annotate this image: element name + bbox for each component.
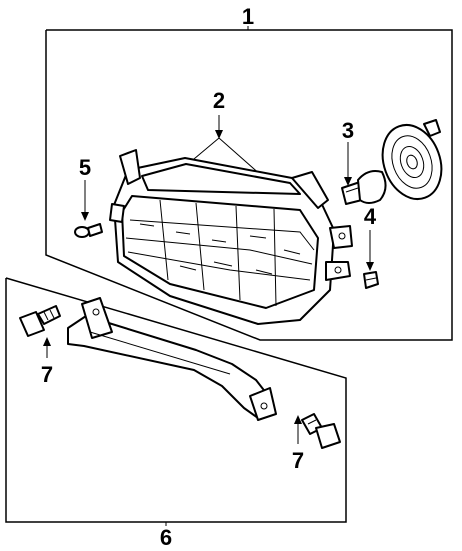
callout-labels: 1 2 3 4 5 6 7 7: [41, 4, 377, 550]
callout-4: 4: [364, 204, 377, 229]
callout-2: 2: [213, 88, 225, 113]
socket-cover-icon: [381, 119, 443, 200]
arrowheads: [43, 130, 374, 424]
bolt-icon: [19, 305, 61, 337]
assembly-frame-1: [45, 29, 453, 341]
bolt-icon: [301, 413, 341, 449]
callout-5: 5: [79, 155, 91, 180]
callout-1: 1: [242, 4, 254, 29]
headlamp-housing-icon: [109, 149, 353, 325]
callout-7-right: 7: [292, 448, 304, 473]
mounting-bracket-icon: [67, 297, 277, 421]
clip-icon: [363, 271, 379, 289]
assembly-frame-6: [5, 277, 347, 523]
callout-6: 6: [160, 525, 172, 550]
callout-7-left: 7: [41, 362, 53, 387]
callout-3: 3: [342, 118, 354, 143]
bulb-icon: [341, 170, 387, 205]
screw-icon: [74, 223, 103, 238]
